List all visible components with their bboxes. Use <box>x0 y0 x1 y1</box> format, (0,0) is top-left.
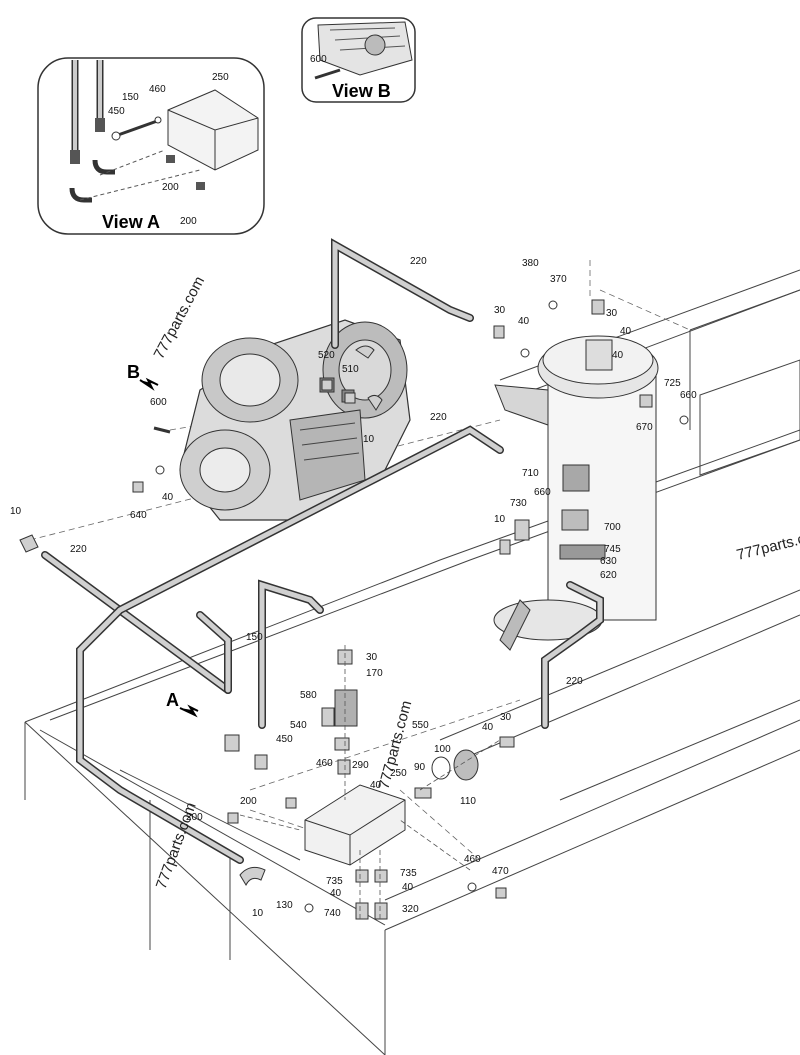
view-a-label-150: 150 <box>122 92 139 103</box>
part-label: 220 <box>566 676 583 687</box>
part-label: 40 <box>370 780 382 791</box>
watermark-1: 777parts.com <box>151 274 209 362</box>
part-label: 600 <box>150 397 167 408</box>
hose-lines <box>41 238 604 864</box>
part-label: 100 <box>434 744 451 755</box>
arrow-label-a: A <box>166 690 179 710</box>
part-label: 40 <box>330 888 342 899</box>
part-label: 735 <box>326 876 343 887</box>
part-label: 550 <box>412 720 429 731</box>
arrow-b-icon <box>139 377 159 391</box>
part-label: 735 <box>400 868 417 879</box>
part-label: 90 <box>414 762 426 773</box>
part-label: 460 <box>316 758 333 769</box>
part-label: 640 <box>130 510 147 521</box>
part-label: 10 <box>10 506 22 517</box>
part-label: 220 <box>430 412 447 423</box>
part-label: 30 <box>606 308 618 319</box>
part-label: 10 <box>252 908 264 919</box>
part-label: 730 <box>510 498 527 509</box>
part-label: 660 <box>680 390 697 401</box>
part-label: 450 <box>276 734 293 745</box>
view-a-label-200b: 200 <box>180 216 197 227</box>
part-label: 700 <box>604 522 621 533</box>
part-label: 220 <box>70 544 87 555</box>
fitting-leaders <box>239 645 501 920</box>
part-label: 290 <box>352 760 369 771</box>
part-label: 520 <box>318 350 335 361</box>
part-label: 580 <box>300 690 317 701</box>
view-a-label-200a: 200 <box>162 182 179 193</box>
view-a-title: View A <box>102 212 160 232</box>
part-label: 150 <box>246 632 263 643</box>
part-label: 30 <box>500 712 512 723</box>
part-label: 40 <box>402 882 414 893</box>
part-label: 40 <box>518 316 530 327</box>
view-a-inset: View A 250 150 460 450 200 200 <box>37 57 265 235</box>
view-a-label-450: 450 <box>108 106 125 117</box>
part-label: 620 <box>600 570 617 581</box>
part-label: 250 <box>390 768 407 779</box>
part-callouts: 220 380 370 30 40 30 40 40 520 510 10 72… <box>10 256 697 919</box>
part-label: 740 <box>324 908 341 919</box>
view-arrows: B A <box>127 362 199 718</box>
part-label: 320 <box>402 904 419 915</box>
part-label: 710 <box>522 468 539 479</box>
watermark-2: 777parts.com <box>735 525 800 563</box>
part-label: 460 <box>464 854 481 865</box>
part-label: 370 <box>550 274 567 285</box>
part-label: 660 <box>534 487 551 498</box>
part-label: 200 <box>186 812 203 823</box>
part-label: 380 <box>522 258 539 269</box>
part-label: 110 <box>460 796 476 807</box>
part-label: 40 <box>612 350 624 361</box>
part-label: 745 <box>604 544 621 555</box>
compressor-unit <box>179 319 411 521</box>
part-label: 200 <box>240 796 257 807</box>
part-label: 40 <box>620 326 632 337</box>
separator-tank <box>493 335 659 651</box>
fittings <box>19 299 689 920</box>
part-label: 510 <box>342 364 359 375</box>
part-label: 540 <box>290 720 307 731</box>
view-b-title: View B <box>332 81 391 101</box>
arrow-a-icon <box>179 704 199 718</box>
part-label: 10 <box>494 514 506 525</box>
part-label: 40 <box>162 492 174 503</box>
view-b-inset: 600 View B <box>301 17 416 103</box>
part-label: 670 <box>636 422 653 433</box>
part-label: 130 <box>276 900 293 911</box>
part-label: 10 <box>363 434 375 445</box>
part-label: 170 <box>366 668 383 679</box>
part-label: 220 <box>410 256 427 267</box>
part-label: 30 <box>366 652 378 663</box>
part-label: 40 <box>482 722 494 733</box>
part-label: 30 <box>494 305 506 316</box>
part-label: 630 <box>600 556 617 567</box>
view-a-label-250: 250 <box>212 72 229 83</box>
view-a-label-460: 460 <box>149 84 166 95</box>
arrow-label-b: B <box>127 362 140 382</box>
part-label: 725 <box>664 378 681 389</box>
base-frame <box>24 269 800 1055</box>
view-b-label-600: 600 <box>310 54 327 65</box>
part-label: 470 <box>492 866 509 877</box>
